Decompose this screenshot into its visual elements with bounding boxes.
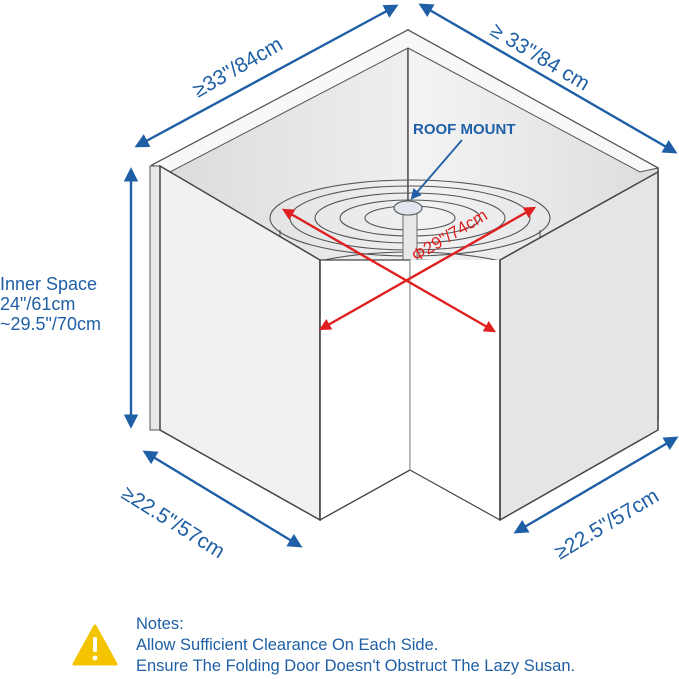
inner-space-label: Inner Space 24"/61cm ~29.5"/70cm (0, 274, 101, 334)
top-left-arrow (134, 4, 399, 148)
bottom-right-arrow (513, 436, 679, 534)
bottom-left-arrow (142, 450, 303, 548)
notes-block: Notes: Allow Sufficient Clearance On Eac… (136, 614, 575, 677)
inner-space-title: Inner Space (0, 274, 98, 294)
dimension-arrows (123, 3, 679, 548)
inner-space-line1: 24"/61cm (0, 294, 76, 314)
notes-title: Notes: (136, 615, 184, 633)
bottom-right-depth-label: ≥22.5"/57cm (551, 484, 663, 564)
diameter-arrows (281, 206, 537, 333)
warning-icon (72, 624, 118, 666)
roof-mount-label: ROOF MOUNT (413, 121, 516, 138)
notes-line-2: Ensure The Folding Door Doesn't Obstruct… (136, 657, 576, 675)
top-right-arrow (418, 3, 678, 154)
notes-line-1: Allow Sufficient Clearance On Each Side. (136, 636, 439, 654)
cabinet-front (149, 164, 659, 522)
inner-space-line2: ~29.5"/70cm (0, 314, 101, 334)
